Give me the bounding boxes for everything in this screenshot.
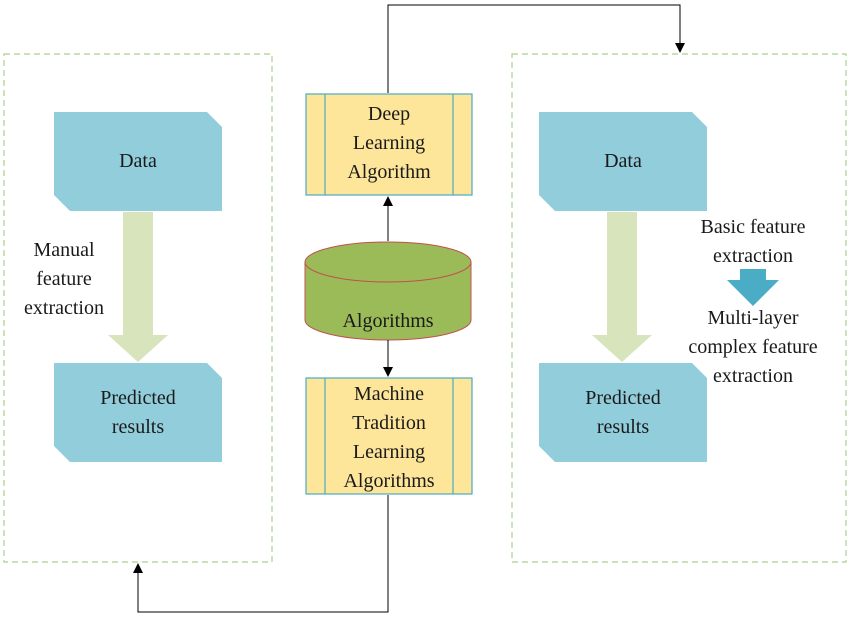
left-result-label: Predicted results — [100, 387, 176, 438]
manual-feature-line: feature — [36, 268, 92, 290]
right-result-label: Predicted results — [585, 387, 661, 438]
manual-feature-label: Manual feature extraction — [8, 236, 120, 323]
left-manual-arrow — [108, 212, 168, 362]
machine-learning-label: Machine Tradition Learning Algorithms — [343, 383, 435, 492]
multilayer-arrow — [727, 269, 779, 306]
algorithms-cylinder — [304, 241, 472, 341]
connector-machine-to-left — [133, 495, 389, 613]
right-data-box — [539, 112, 707, 211]
deep-learning-label: Deep Learning Algorithm — [347, 103, 431, 183]
algorithms-label: Algorithms — [342, 310, 434, 332]
multilayer-feature-label: Multi-layer complex feature extraction — [688, 307, 818, 387]
left-data-box — [54, 112, 222, 211]
left-data-label: Data — [119, 150, 157, 172]
right-basic-arrow — [592, 212, 652, 362]
manual-feature-line: extraction — [24, 297, 104, 319]
manual-feature-line: Manual — [33, 239, 95, 261]
right-result-box — [539, 363, 707, 462]
right-data-label: Data — [604, 150, 642, 172]
left-result-box — [54, 363, 222, 462]
basic-feature-label: Basic feature extraction — [700, 216, 806, 267]
machine-learning-box — [305, 377, 473, 495]
right-panel — [511, 53, 847, 563]
left-panel — [3, 53, 273, 563]
connector-deep-to-right — [387, 4, 685, 93]
deep-learning-box — [305, 93, 473, 196]
